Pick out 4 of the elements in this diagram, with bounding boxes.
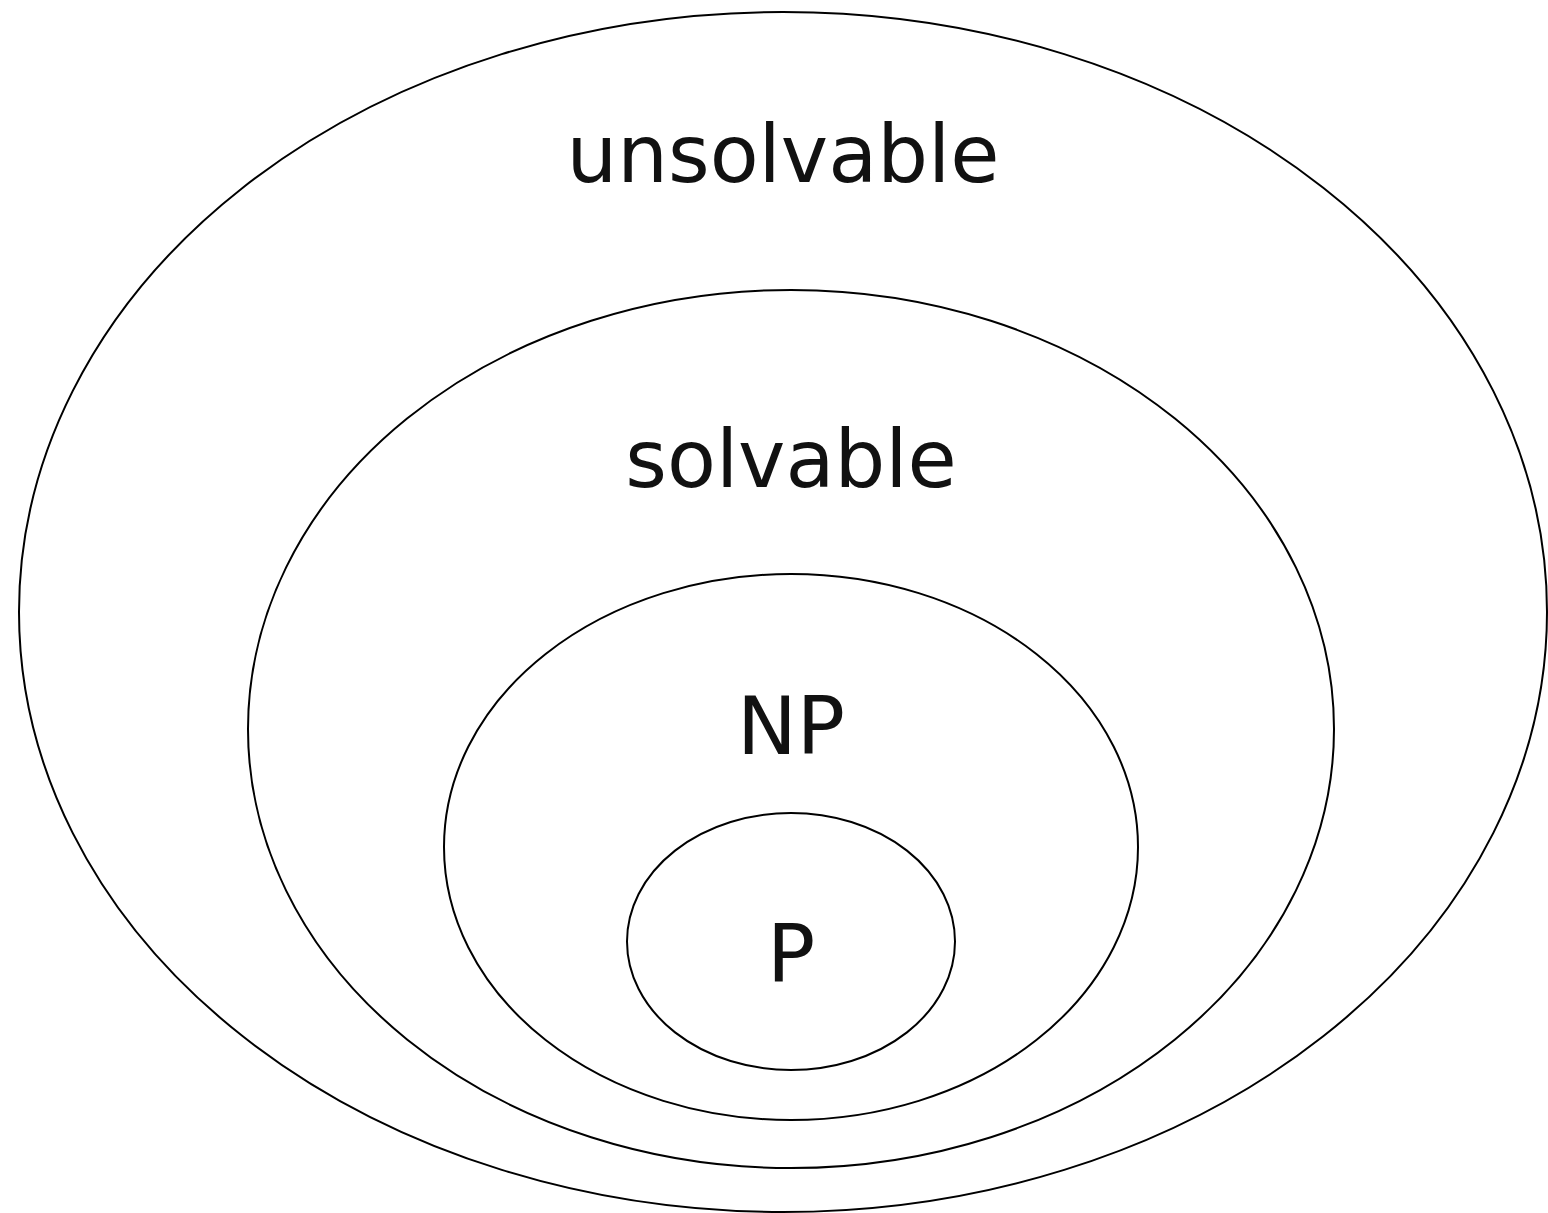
set-label: solvable xyxy=(625,420,957,500)
set-label: NP xyxy=(736,687,846,767)
set-label: P xyxy=(766,915,816,995)
set-label: unsolvable xyxy=(566,115,1000,195)
